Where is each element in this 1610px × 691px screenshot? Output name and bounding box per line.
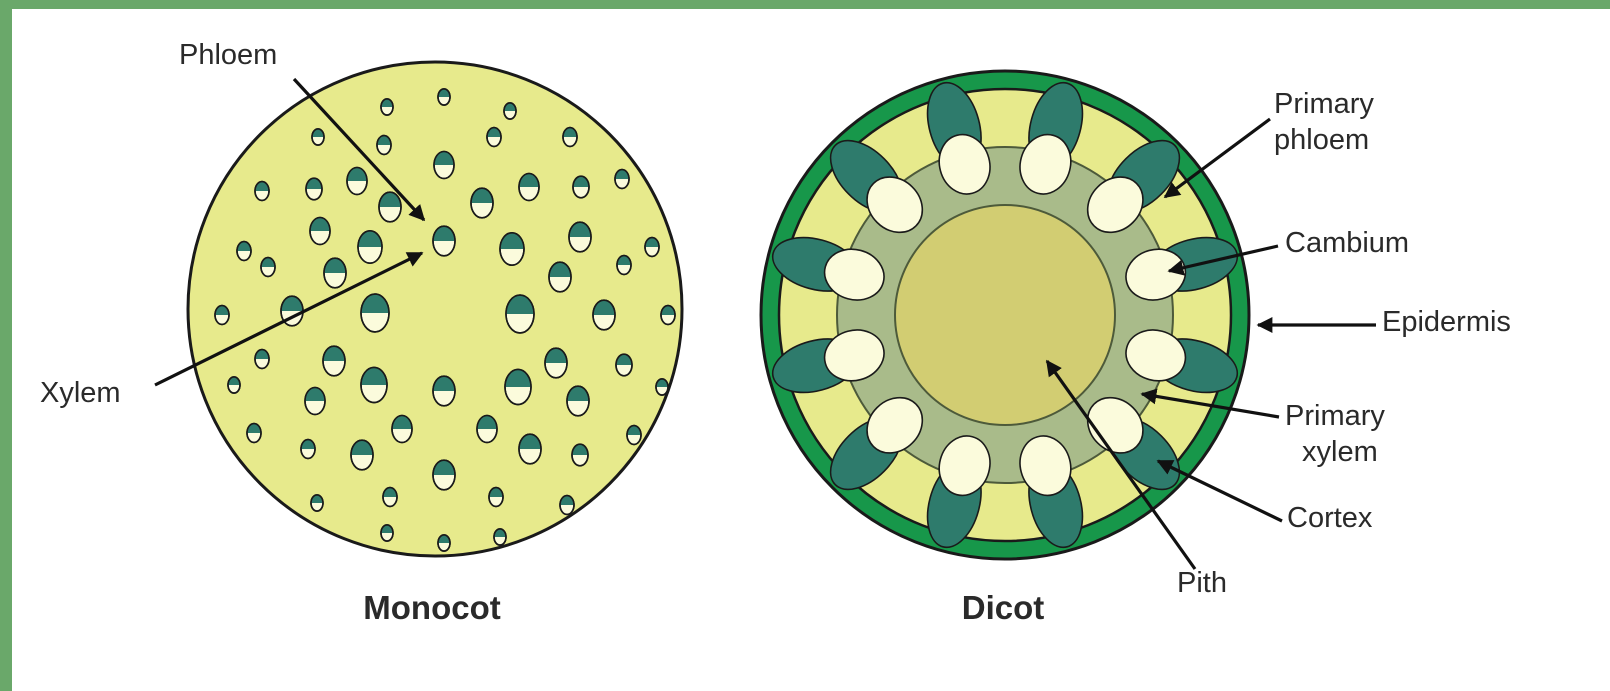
monocot-vascular-bundle (323, 346, 345, 376)
stem-cross-section-diagram: Phloem Xylem Monocot Primary phloem Camb… (12, 9, 1610, 691)
monocot-vascular-bundle (545, 348, 567, 378)
monocot-vascular-bundle (237, 242, 251, 261)
dicot-title: Dicot (962, 589, 1045, 626)
monocot-vascular-bundle (381, 99, 393, 115)
primary-xylem-label-line2: xylem (1302, 436, 1378, 468)
monocot-vascular-bundle (572, 444, 588, 466)
monocot-vascular-bundle (645, 238, 659, 257)
cortex-label: Cortex (1287, 502, 1373, 534)
xylem-label: Xylem (40, 377, 121, 409)
dicot-pith (895, 205, 1115, 425)
monocot-vascular-bundle (305, 388, 325, 415)
monocot-vascular-bundle (494, 529, 506, 545)
monocot-vascular-bundle (615, 170, 629, 189)
monocot-vascular-bundle (255, 350, 269, 369)
monocot-vascular-bundle (358, 231, 382, 263)
monocot-vascular-bundle (377, 136, 391, 155)
monocot-vascular-bundle (311, 495, 323, 511)
monocot-vascular-bundle (616, 354, 632, 376)
monocot-section: Phloem Xylem Monocot (40, 39, 682, 626)
monocot-vascular-bundle (379, 192, 401, 222)
monocot-vascular-bundle (351, 440, 373, 470)
pith-label: Pith (1177, 567, 1227, 599)
cambium-label: Cambium (1285, 227, 1409, 259)
monocot-vascular-bundle (361, 367, 387, 402)
primary-phloem-label: Primary phloem (1274, 88, 1382, 156)
monocot-vascular-bundle (489, 488, 503, 507)
monocot-vascular-bundle (661, 306, 675, 325)
monocot-vascular-bundle (500, 233, 524, 265)
monocot-vascular-bundle (383, 488, 397, 507)
monocot-vascular-bundle (392, 416, 412, 443)
monocot-vascular-bundle (215, 306, 229, 325)
monocot-vascular-bundle (381, 525, 393, 541)
primary-phloem-label-line2: phloem (1274, 124, 1369, 156)
monocot-vascular-bundle (228, 377, 240, 393)
monocot-vascular-bundle (312, 129, 324, 145)
primary-xylem-label: Primary xylem (1285, 400, 1393, 468)
monocot-vascular-bundle (627, 426, 641, 445)
monocot-vascular-bundle (433, 376, 455, 406)
monocot-vascular-bundle (310, 218, 330, 245)
monocot-vascular-bundle (306, 178, 322, 200)
monocot-vascular-bundle (347, 168, 367, 195)
epidermis-label: Epidermis (1382, 306, 1511, 338)
monocot-vascular-bundle (261, 258, 275, 277)
dicot-section: Primary phloem Cambium Epidermis Primary… (761, 71, 1511, 626)
monocot-vascular-bundle (324, 258, 346, 288)
monocot-vascular-bundle (656, 379, 668, 395)
monocot-vascular-bundle (487, 128, 501, 147)
monocot-vascular-bundle (563, 128, 577, 147)
monocot-vascular-bundle (569, 222, 591, 252)
monocot-vascular-bundle (573, 176, 589, 198)
phloem-label: Phloem (179, 39, 277, 71)
monocot-vascular-bundle (247, 424, 261, 443)
monocot-vascular-bundle (438, 89, 450, 105)
monocot-vascular-bundle (567, 386, 589, 416)
monocot-vascular-bundle (519, 434, 541, 464)
monocot-title: Monocot (363, 589, 500, 626)
primary-xylem-label-line1: Primary (1285, 400, 1385, 432)
monocot-vascular-bundle (433, 226, 455, 256)
monocot-vascular-bundle (549, 262, 571, 292)
diagram-panel: Phloem Xylem Monocot Primary phloem Camb… (12, 9, 1610, 691)
monocot-vascular-bundle (255, 182, 269, 201)
monocot-vascular-bundle (361, 294, 389, 332)
monocot-vascular-bundle (560, 496, 574, 515)
monocot-vascular-bundle (617, 256, 631, 275)
monocot-vascular-bundle (504, 103, 516, 119)
monocot-vascular-bundle (301, 440, 315, 459)
monocot-vascular-bundle (471, 188, 493, 218)
monocot-vascular-bundle (433, 460, 455, 490)
monocot-vascular-bundle (593, 300, 615, 330)
monocot-vascular-bundle (505, 369, 531, 404)
monocot-vascular-bundle (506, 295, 534, 333)
monocot-vascular-bundle (519, 174, 539, 201)
monocot-vascular-bundle (434, 152, 454, 179)
monocot-vascular-bundle (477, 416, 497, 443)
primary-phloem-label-line1: Primary (1274, 88, 1374, 120)
cortex-pointer-arrow (1158, 461, 1282, 521)
monocot-vascular-bundle (438, 535, 450, 551)
